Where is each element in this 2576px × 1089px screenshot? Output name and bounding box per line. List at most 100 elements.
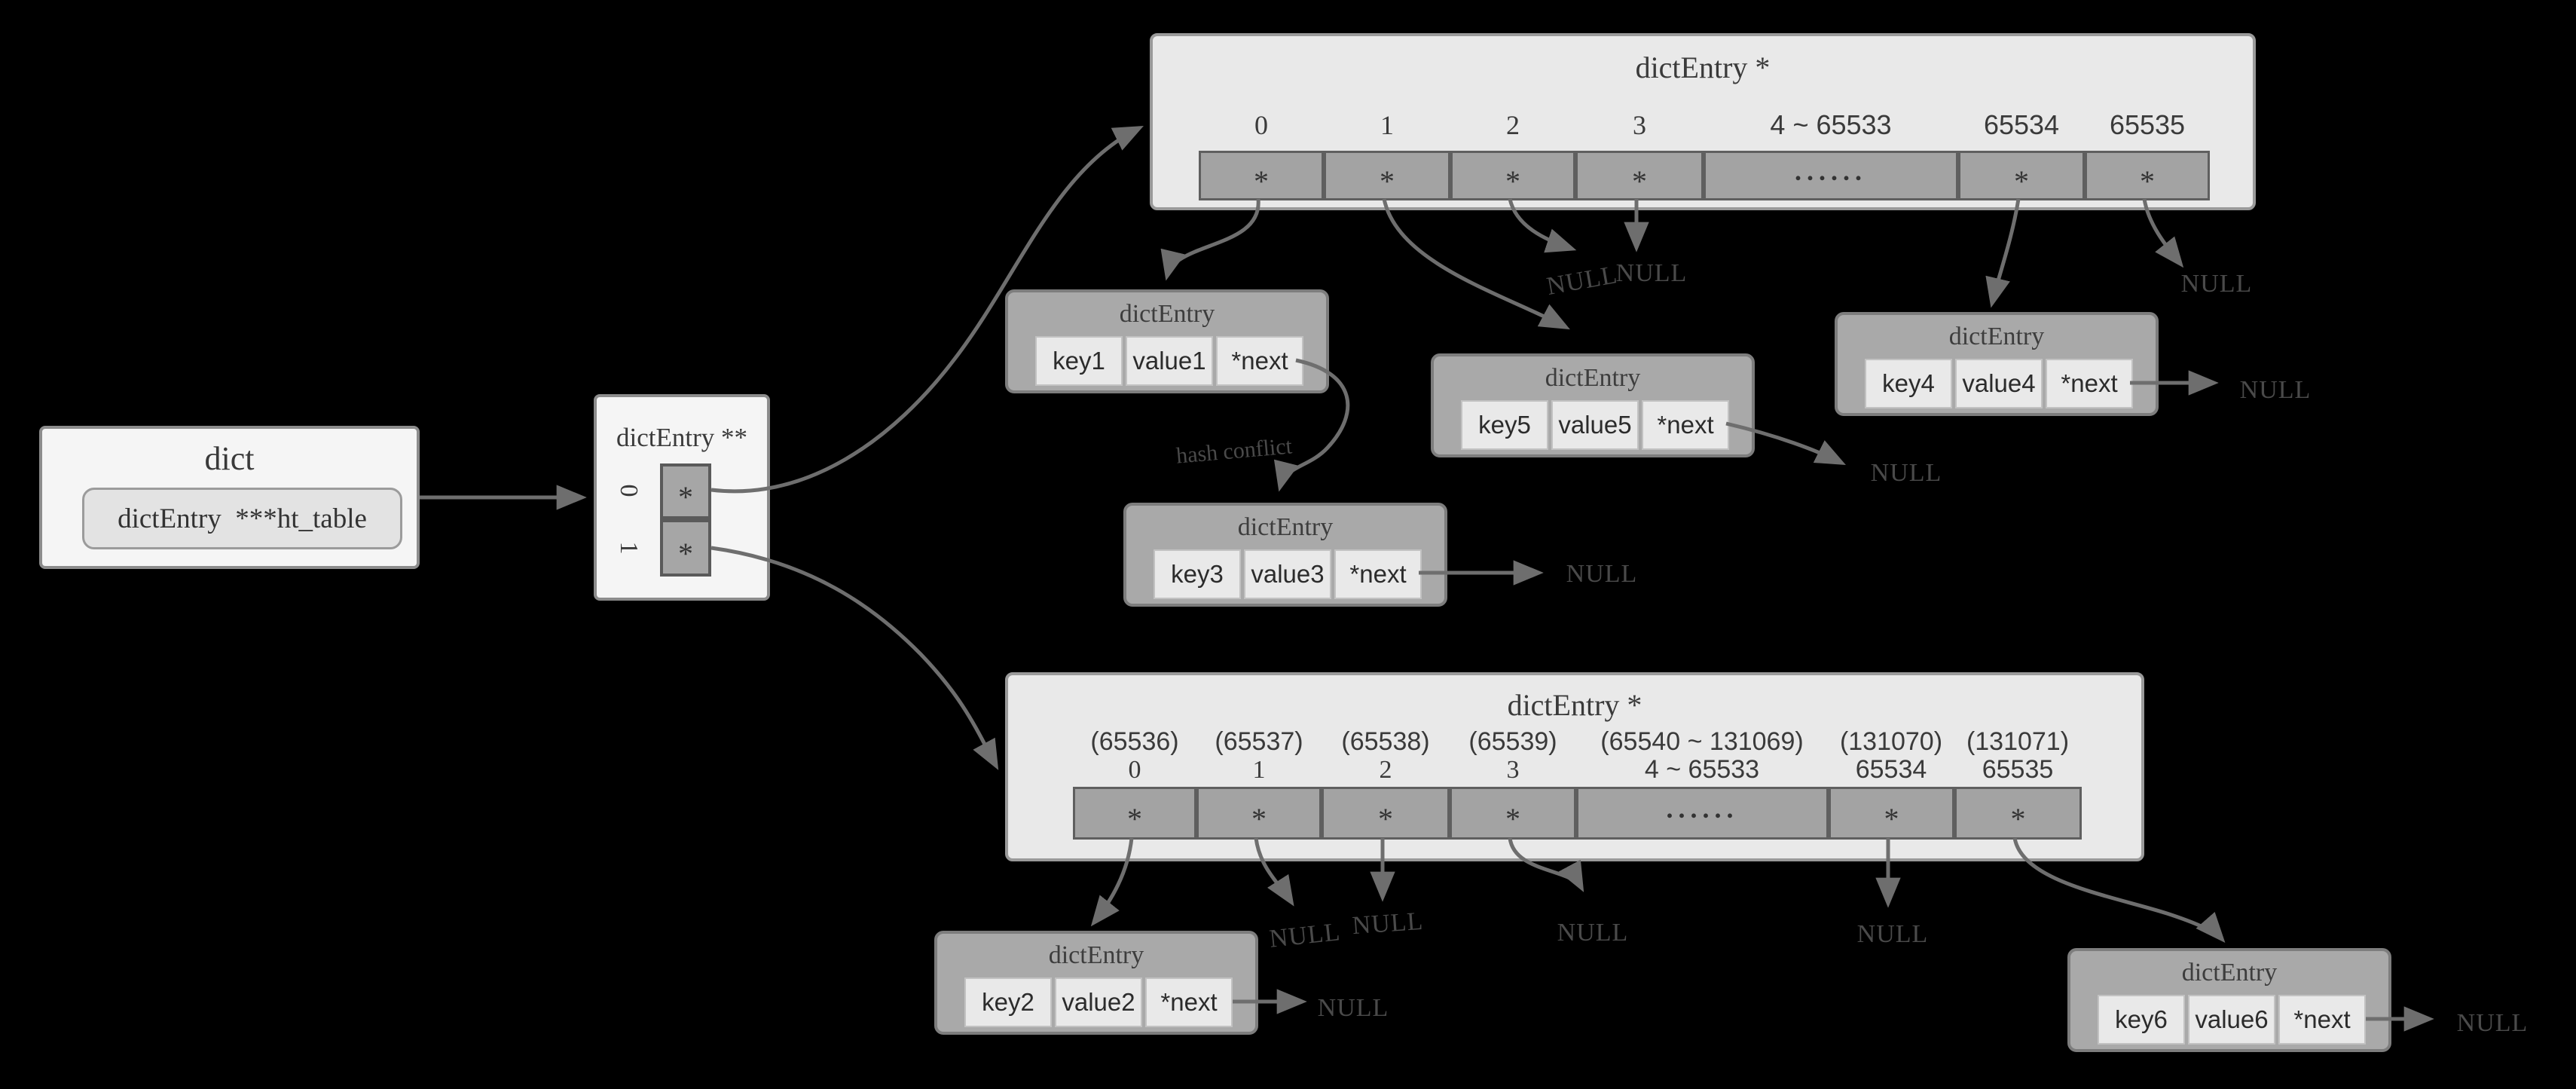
dictentry-node-key2: dictEntry key2 value2 *next: [934, 931, 1258, 1035]
bucket-cell-3: *: [1575, 151, 1704, 200]
bucket-cell-65535: *: [1954, 787, 2082, 840]
pointer-cell-0: *: [660, 463, 711, 519]
null-label: NULL: [1557, 919, 1629, 947]
bucket-cell-3: *: [1450, 787, 1576, 840]
ellipsis: ......: [1666, 794, 1739, 824]
pointer-cell-1: *: [660, 519, 711, 577]
node-key-cell: key5: [1461, 400, 1548, 450]
node-next-cell: *next: [1334, 549, 1422, 599]
bucket-header: 3: [1633, 110, 1646, 140]
bucket-cell-range: ......: [1576, 787, 1829, 840]
dictentry-node-key4: dictEntry key4 value4 *next: [1835, 312, 2159, 416]
node-value-cell: value1: [1126, 336, 1213, 386]
node-next-cell: *next: [2278, 995, 2366, 1045]
pointer-star: *: [2014, 164, 2029, 198]
bucket-header: (131071) 65535: [1890, 728, 2146, 784]
null-label: NULL: [1566, 560, 1638, 588]
ht-table-field: dictEntry ***ht_table: [82, 488, 402, 549]
bucket-header: (131070) 65534: [1763, 728, 2019, 784]
pointer-row0-index: 0: [615, 484, 643, 497]
node-next-cell: *next: [1642, 400, 1729, 450]
rehash-index: (131071): [1966, 727, 2070, 756]
hashtable-0-box: dictEntry * 0 1 2 3 4 ~ 65533 65534 6553…: [1150, 33, 2256, 210]
dict-box: dict dictEntry ***ht_table: [39, 426, 420, 569]
ellipsis: ......: [1795, 156, 1867, 186]
node-title: dictEntry: [1119, 300, 1215, 328]
node-key-cell: key3: [1154, 549, 1241, 599]
pointer-star: *: [1884, 801, 1899, 836]
hashtable-0-title: dictEntry *: [1635, 50, 1771, 84]
rehash-index: (65540 ~ 131069): [1600, 727, 1804, 756]
bucket-cell-65535: *: [2085, 151, 2210, 200]
bucket-index: 65535: [1982, 755, 2054, 784]
pointer-star: *: [1505, 801, 1520, 836]
hash-conflict-label: hash conflict: [1175, 433, 1294, 469]
bucket-header: (65540 ~ 131069) 4 ~ 65533: [1574, 728, 1830, 784]
node-value-cell: value5: [1551, 400, 1639, 450]
pointer-row1-index: 1: [615, 541, 643, 555]
rehash-index: (65539): [1468, 727, 1557, 756]
pointer-star: *: [1378, 801, 1393, 836]
bucket-index: 0: [1128, 756, 1141, 784]
null-label: NULL: [1615, 259, 1688, 287]
node-value-cell: value6: [2188, 995, 2275, 1045]
bucket-header: 4 ~ 65533: [1770, 109, 1892, 140]
hashtable-1-box: dictEntry * (65536) 0 (65537) 1 (65538) …: [1005, 672, 2144, 861]
bucket-header: 1: [1380, 110, 1394, 140]
bucket-cell-65534: *: [1958, 151, 2085, 200]
bucket-index: 4 ~ 65533: [1644, 755, 1760, 784]
bucket-header: (65538) 2: [1257, 727, 1514, 785]
arrow-ht0-col65534-to-key4: [1985, 198, 2021, 308]
bucket-cell-1: *: [1324, 151, 1450, 200]
node-title: dictEntry: [1948, 323, 2045, 350]
node-key-cell: key1: [1035, 336, 1123, 386]
rehash-index: (65536): [1090, 727, 1179, 756]
bucket-cell-2: *: [1450, 151, 1575, 200]
dictentry-node-key6: dictEntry key6 value6 *next: [2067, 948, 2391, 1052]
pointer-star: *: [678, 536, 693, 571]
bucket-cell-0: *: [1199, 151, 1324, 200]
bucket-header: 65534: [1983, 109, 2060, 140]
null-label: NULL: [1870, 459, 1942, 487]
node-title: dictEntry: [2181, 959, 2278, 987]
rehash-index: (65538): [1341, 727, 1430, 756]
node-value-cell: value4: [1955, 359, 2043, 408]
null-label: NULL: [2239, 376, 2312, 404]
pointer-array-title: dictEntry **: [616, 423, 747, 452]
bucket-index: 3: [1506, 756, 1520, 784]
node-next-cell: *next: [1145, 977, 1233, 1027]
node-value-cell: value3: [1244, 549, 1331, 599]
node-title: dictEntry: [1048, 941, 1144, 969]
hashtable-1-title: dictEntry *: [1507, 688, 1642, 722]
null-label: NULL: [2180, 270, 2253, 298]
node-title: dictEntry: [1545, 364, 1641, 392]
node-value-cell: value2: [1055, 977, 1142, 1027]
node-key-cell: key4: [1865, 359, 1952, 408]
bucket-cell-0: *: [1073, 787, 1196, 840]
bucket-index: 2: [1379, 756, 1392, 784]
bucket-header: 2: [1506, 110, 1520, 140]
bucket-cell-65534: *: [1829, 787, 1954, 840]
pointer-star: *: [1251, 801, 1267, 836]
pointer-star: *: [1254, 164, 1269, 198]
dictentry-node-key5: dictEntry key5 value5 *next: [1431, 353, 1755, 457]
null-label: NULL: [1351, 907, 1425, 941]
dictentry-node-key3: dictEntry key3 value3 *next: [1123, 503, 1447, 607]
pointer-array-box: dictEntry ** 0 1 * *: [594, 394, 770, 601]
arrow-ht0-col1-to-key5: [1382, 198, 1570, 330]
bucket-cell-1: *: [1196, 787, 1322, 840]
bucket-header: (65536) 0: [1007, 727, 1263, 785]
bucket-index: 1: [1252, 756, 1266, 784]
null-label: NULL: [2456, 1009, 2529, 1037]
arrow-ht0-col0-to-key1: [1160, 198, 1260, 281]
pointer-star: *: [1632, 164, 1647, 198]
bucket-header: 65535: [2109, 109, 2186, 140]
pointer-star: *: [1505, 164, 1520, 198]
bucket-header: (65537) 1: [1131, 728, 1387, 785]
bucket-cell-2: *: [1322, 787, 1450, 840]
pointer-star: *: [678, 479, 693, 514]
bucket-index: 65534: [1855, 755, 1927, 784]
pointer-star: *: [1380, 164, 1395, 198]
node-key-cell: key6: [2098, 995, 2185, 1045]
